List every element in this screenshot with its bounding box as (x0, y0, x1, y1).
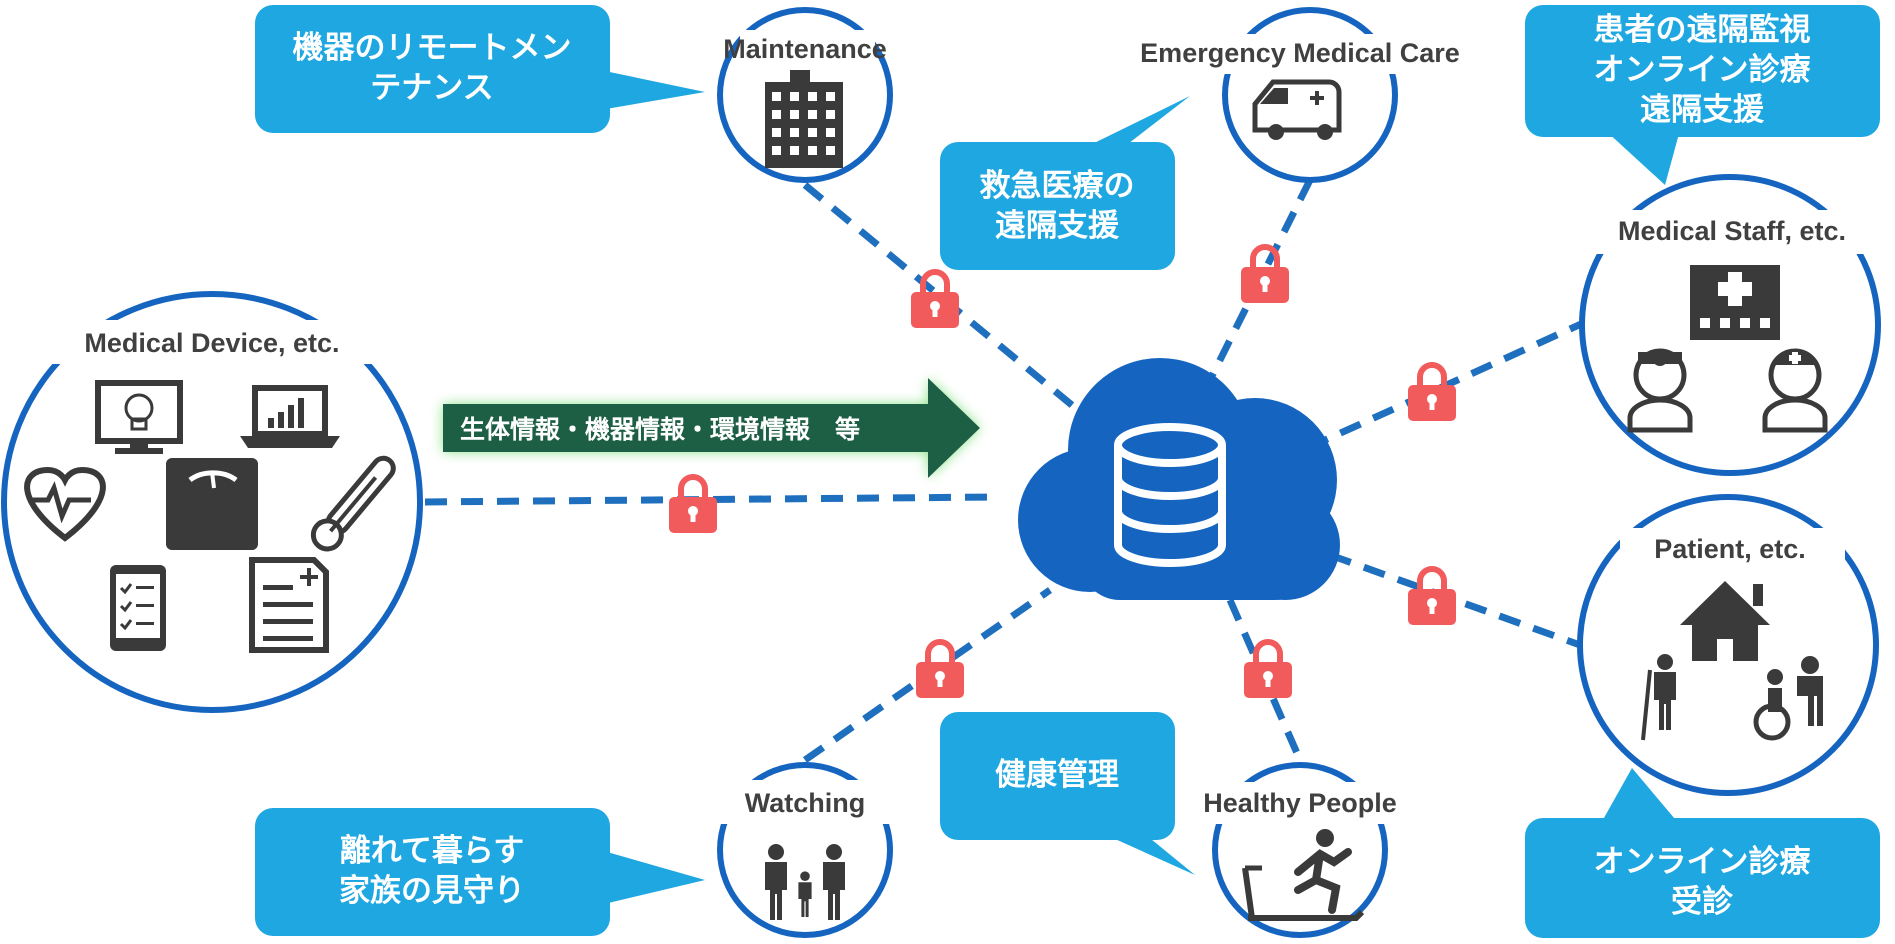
bubble-line: オンライン診療 (1594, 844, 1811, 880)
node-medical-staff: Medical Staff, etc. (1579, 174, 1881, 476)
node-label: Medical Device, etc. (84, 328, 339, 358)
hospital-doctor-nurse-icon (1627, 265, 1828, 433)
cloud-database-icon (1018, 358, 1340, 600)
bubble-line: 機器のリモートメン (293, 30, 572, 66)
building-icon (765, 70, 843, 168)
bubble-line: 離れて暮らす (340, 833, 524, 869)
bubble-line: オンライン診療 (1594, 52, 1811, 88)
node-emergency: Emergency Medical Care (1108, 7, 1498, 183)
node-label: Emergency Medical Care (1140, 38, 1460, 68)
node-healthy: Healthy People (1180, 762, 1420, 938)
bubble-healthy: 健康管理 (940, 712, 1195, 875)
node-label: Maintenance (723, 34, 887, 64)
home-patient-icon (1641, 581, 1823, 741)
bubble-emergency: 救急医療の 遠隔支援 (940, 96, 1190, 270)
bubble-patient: オンライン診療 受診 (1525, 768, 1880, 938)
bubble-line: 患者の遠隔監視 (1594, 12, 1811, 48)
node-maintenance: Maintenance (717, 7, 893, 183)
line-patient (1328, 551, 1582, 649)
node-label: Watching (745, 788, 866, 818)
bubble-line: 救急医療の (980, 168, 1135, 204)
arrow-label: 生体情報・機器情報・環境情報 等 (460, 415, 860, 444)
bubble-line: テナンス (370, 70, 493, 106)
lock-icon (1408, 365, 1456, 421)
node-patient: Patient, etc. (1577, 494, 1879, 796)
lock-icon (1408, 569, 1456, 625)
node-label: Patient, etc. (1654, 534, 1806, 564)
line-medical-device (424, 493, 1001, 506)
bubble-watching: 離れて暮らす 家族の見守り (255, 808, 705, 936)
lock-icon (669, 477, 717, 533)
lock-icon (1241, 247, 1289, 303)
bubble-line: 健康管理 (995, 757, 1119, 793)
bubble-maintenance: 機器のリモートメン テナンス (255, 5, 705, 133)
ambulance-icon (1252, 79, 1342, 140)
data-flow-arrow: 生体情報・機器情報・環境情報 等 (443, 378, 980, 478)
family-icon (765, 844, 845, 920)
lock-icon (916, 642, 964, 698)
bubble-line: 家族の見守り (339, 873, 525, 909)
bubble-line: 遠隔支援 (995, 208, 1120, 244)
bubble-medical-staff: 患者の遠隔監視 オンライン診療 遠隔支援 (1525, 5, 1880, 185)
medical-devices-icon (24, 380, 396, 653)
node-label: Medical Staff, etc. (1618, 216, 1846, 246)
node-watching: Watching (717, 762, 895, 938)
node-label: Healthy People (1203, 788, 1397, 818)
node-medical-device: Medical Device, etc. (1, 291, 423, 713)
treadmill-runner-icon (1242, 829, 1365, 921)
bubble-line: 受診 (1671, 884, 1734, 920)
bubble-line: 遠隔支援 (1640, 92, 1765, 128)
